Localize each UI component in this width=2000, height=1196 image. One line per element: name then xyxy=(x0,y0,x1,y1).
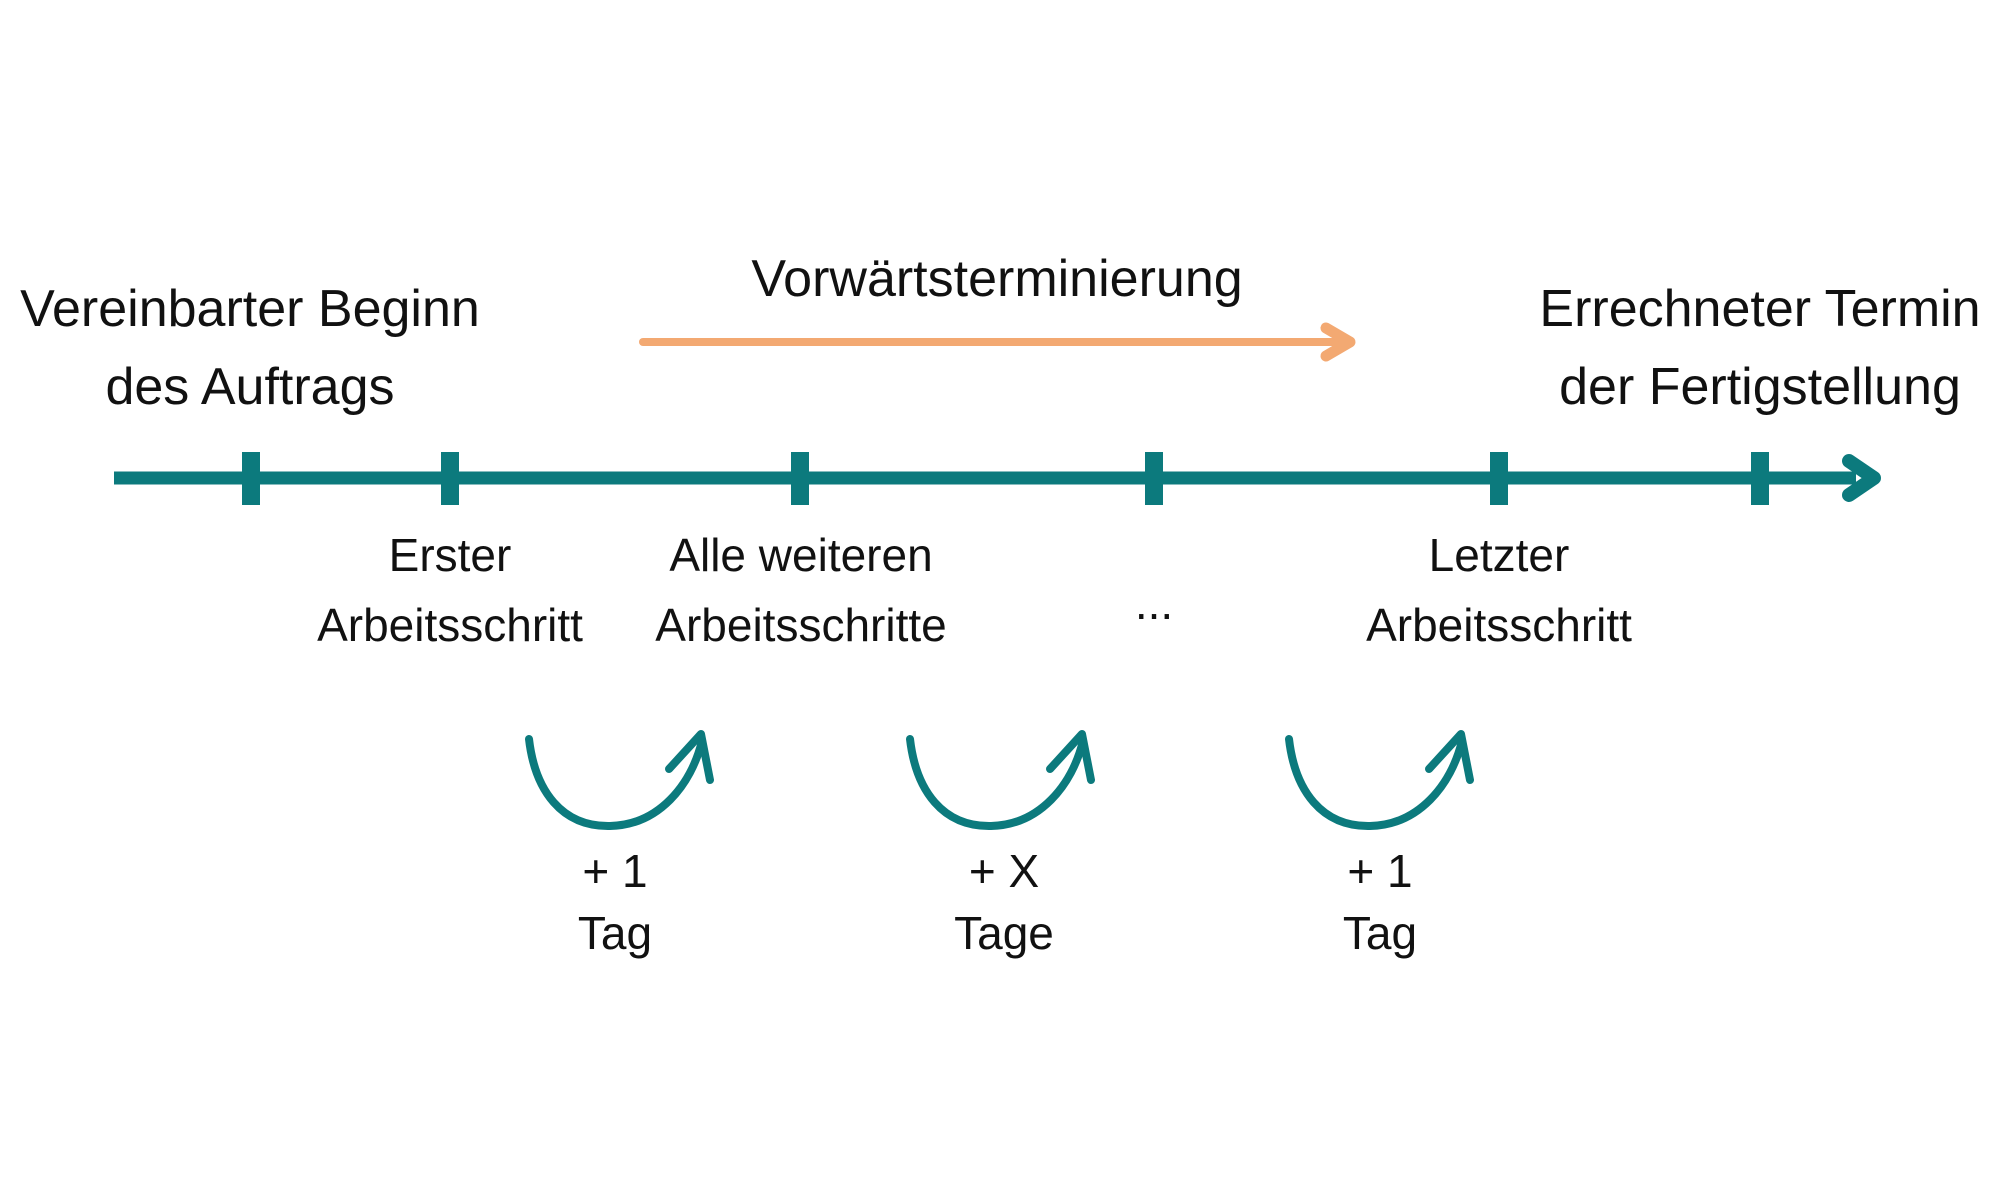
label-first-step-line2: Arbeitsschritt xyxy=(317,599,583,651)
label-plus-1-day-last-line2: Tag xyxy=(1342,907,1418,959)
label-plus-1-day-first-line1: + 1 xyxy=(582,845,648,897)
label-plus-x-days-line2: Tage xyxy=(954,907,1054,959)
label-first-step-line1: Erster xyxy=(388,529,512,581)
label-agreed-start-line2: des Auftrags xyxy=(105,358,395,416)
timeline-arrowhead-icon xyxy=(1842,454,1881,502)
label-plus-1-day-last: + 1 Tag xyxy=(1343,840,1417,964)
label-plus-1-day-first-line2: Tag xyxy=(577,907,653,959)
timeline-tick-1 xyxy=(242,452,260,505)
label-plus-x-days: + X Tage xyxy=(954,840,1054,964)
label-plus-x-days-line1: + X xyxy=(968,845,1040,897)
loop-arrow-icon-3 xyxy=(1285,730,1474,831)
label-computed-completion-line2: der Fertigstellung xyxy=(1559,358,1961,416)
label-other-steps-line1: Alle weiteren xyxy=(669,529,933,581)
label-agreed-start-line1: Vereinbarter Beginn xyxy=(20,280,480,338)
label-last-step: Letzter Arbeitsschritt xyxy=(1366,520,1632,660)
label-first-step: Erster Arbeitsschritt xyxy=(317,520,583,660)
label-plus-1-day-last-line1: + 1 xyxy=(1347,845,1413,897)
label-computed-completion-line1: Errechneter Termin xyxy=(1539,280,1981,338)
timeline-tick-2 xyxy=(441,452,459,505)
loop-arrow-icon-2 xyxy=(906,730,1095,831)
forward-arrowhead-icon xyxy=(1320,322,1356,362)
label-other-steps-line2: Arbeitsschritte xyxy=(655,599,947,651)
timeline-tick-6 xyxy=(1751,452,1769,505)
label-computed-completion: Errechneter Termin der Fertigstellung xyxy=(1539,270,1980,426)
label-ellipsis: ... xyxy=(1134,577,1174,629)
label-other-steps: Alle weiteren Arbeitsschritte xyxy=(655,520,946,660)
label-last-step-line2: Arbeitsschritt xyxy=(1366,599,1632,651)
timeline-tick-3 xyxy=(791,452,809,505)
label-last-step-line1: Letzter xyxy=(1428,529,1570,581)
label-agreed-start: Vereinbarter Beginn des Auftrags xyxy=(20,270,480,426)
label-forward-scheduling: Vorwärtsterminierung xyxy=(751,250,1243,308)
loop-arrow-icon-1 xyxy=(525,730,714,831)
label-plus-1-day-first: + 1 Tag xyxy=(578,840,652,964)
timeline-tick-4 xyxy=(1145,452,1163,505)
timeline-tick-5 xyxy=(1490,452,1508,505)
